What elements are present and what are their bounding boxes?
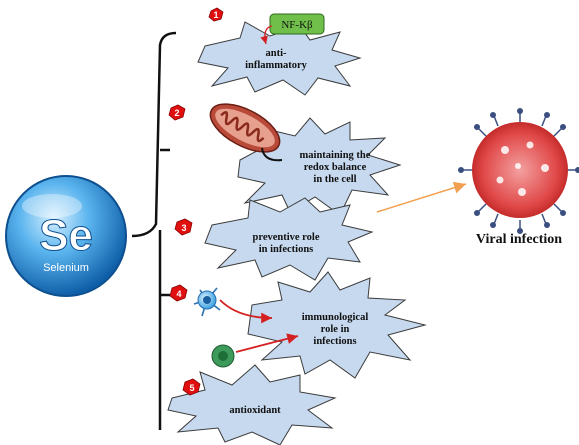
viral-arrow [376, 181, 467, 213]
number-badge-2: 2 [168, 104, 186, 121]
label-line: antioxidant [229, 405, 281, 416]
dendritic-cell-icon [193, 287, 221, 317]
label-preventive-role: preventive role in infections [236, 232, 336, 256]
burst-immunological-role [247, 271, 427, 379]
viral-infection-label: Viral infection [475, 232, 563, 247]
burst-antioxidant [167, 364, 337, 445]
role-bracket [131, 31, 177, 430]
immune-arrow-2 [235, 333, 299, 353]
svg-text:2: 2 [174, 108, 179, 118]
label-anti-inflammatory: anti- inflammatory [236, 48, 316, 72]
label-line: redox balance [303, 162, 367, 173]
svg-text:4: 4 [176, 289, 181, 299]
label-line: inflammatory [245, 60, 307, 71]
label-line: role in [320, 324, 350, 335]
mitochondrion-icon [209, 103, 281, 153]
svg-text:Se: Se [39, 211, 93, 260]
svg-text:Selenium: Selenium [43, 262, 89, 274]
virus-icon [458, 108, 579, 234]
nfkb-arrow [260, 25, 273, 45]
label-line: in infections [258, 244, 314, 255]
number-badge-5: 5 [182, 378, 201, 396]
number-badge-4: 4 [169, 284, 188, 302]
label-redox-balance: maintaining the redox balance in the cel… [280, 150, 390, 186]
burst-preventive-role [204, 197, 374, 281]
label-line: anti- [265, 48, 287, 59]
svg-text:1: 1 [213, 10, 218, 20]
nfkb-box: NF-Kβ [269, 13, 325, 35]
label-line: maintaining the [299, 150, 371, 161]
immune-arrow-1 [219, 299, 273, 324]
selenium-icon: Se Selenium [5, 175, 127, 297]
label-antioxidant: antioxidant [210, 405, 300, 417]
mitochondrion-connector [261, 147, 283, 162]
number-badge-1: 1 [208, 7, 224, 22]
label-line: preventive role [252, 232, 320, 243]
number-badge-3: 3 [174, 218, 193, 236]
svg-text:3: 3 [181, 223, 186, 233]
label-line: in the cell [313, 174, 357, 185]
label-line: infections [313, 336, 357, 347]
label-line: immunological [301, 312, 369, 323]
svg-text:5: 5 [189, 383, 194, 393]
svg-text:NF-Kβ: NF-Kβ [281, 19, 313, 31]
label-immunological-role: immunological role in infections [290, 312, 380, 348]
lymphocyte-icon [211, 344, 235, 368]
